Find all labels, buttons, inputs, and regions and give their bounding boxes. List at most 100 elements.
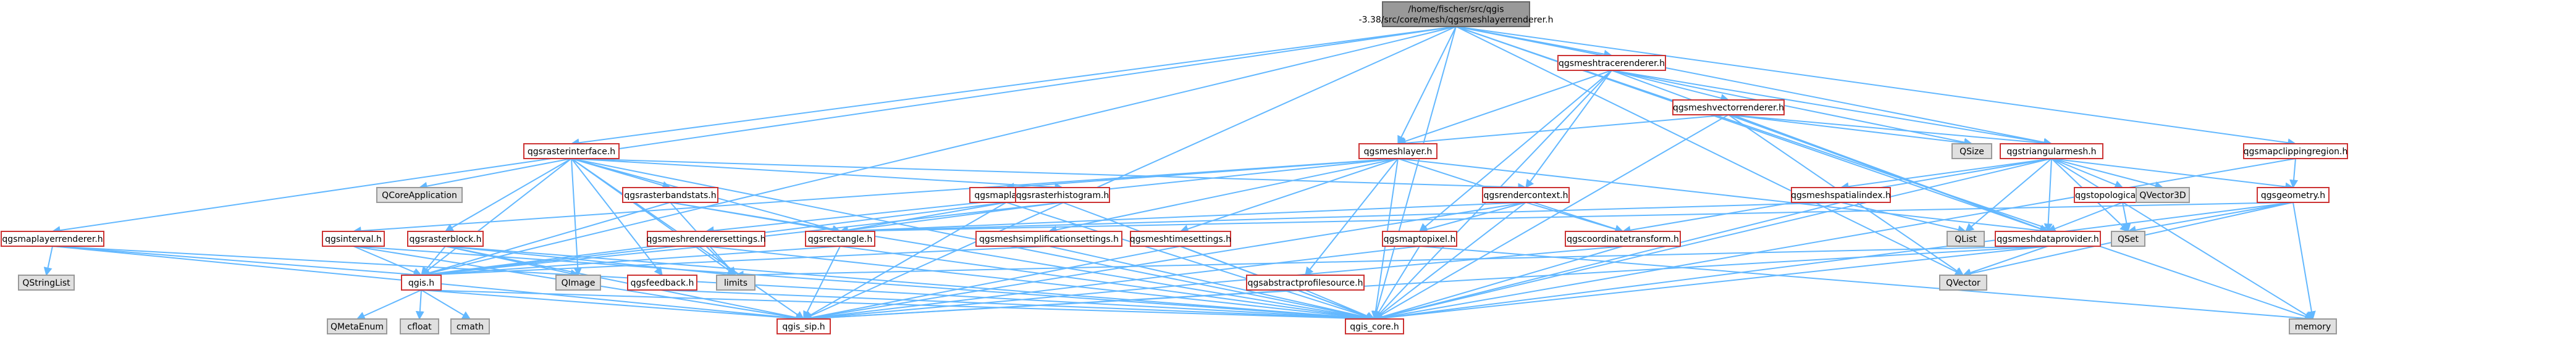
- node-qgscoordinatetransform[interactable]: qgscoordinatetransform.h: [1565, 231, 1681, 247]
- node-qstringlist[interactable]: QStringList: [18, 275, 75, 291]
- node-box: [1947, 231, 1985, 247]
- node-qgsmeshdataprovider[interactable]: qgsmeshdataprovider.h: [1995, 231, 2101, 247]
- node-qsize[interactable]: QSize: [1951, 143, 1992, 159]
- node-qgsmeshtimesettings[interactable]: qgsmeshtimesettings.h: [1130, 231, 1231, 247]
- node-qgsabstractprofilesource[interactable]: qgsabstractprofilesource.h: [1246, 275, 1365, 291]
- node-box: [2136, 187, 2190, 203]
- edge-qgis-to-cfloat: [415, 289, 424, 320]
- node-label: memory: [2295, 322, 2331, 332]
- edge-qgis-to-qgis_core: [421, 289, 1376, 323]
- node-box: [400, 318, 439, 334]
- node-label: qgsgeometry.h: [2261, 191, 2325, 201]
- node-qgsrasterinterface[interactable]: qgsrasterinterface.h: [523, 143, 620, 159]
- node-memory[interactable]: memory: [2289, 318, 2337, 334]
- node-qset[interactable]: QSet: [2111, 231, 2145, 247]
- node-qgsrasterbandstats[interactable]: qgsrasterbandstats.h: [622, 187, 718, 203]
- edge-qgsmaptopixel-to-memory: [1419, 246, 2314, 323]
- edge-qgsmeshdataprovider-to-qgis_core: [1373, 246, 2048, 323]
- edge-root-to-qgsmeshlayerrenderer_dep: [51, 26, 1457, 235]
- node-box: [18, 275, 75, 291]
- node-cfloat[interactable]: cfloat: [400, 318, 439, 334]
- node-qgsmeshlayer[interactable]: qgsmeshlayer.h: [1358, 143, 1437, 159]
- node-box: [401, 275, 442, 291]
- edge-qgsgeometry-to-qgsrectangle: [839, 202, 2294, 236]
- edge-qgsrasterhistogram-to-qgsrectangle: [839, 202, 1063, 235]
- node-label: QSize: [1959, 147, 1984, 157]
- node-qgis[interactable]: qgis.h: [401, 275, 442, 291]
- edge-qgsrendercontext-to-qgsrectangle: [839, 202, 1526, 236]
- edge-qgsmeshlayerrenderer_dep-to-qgis: [52, 246, 423, 279]
- node-qgsrasterhistogram[interactable]: qgsrasterhistogram.h: [1015, 187, 1110, 203]
- node-label: qgsmeshsimplificationsettings.h: [979, 234, 1119, 244]
- node-label: QList: [1955, 234, 1977, 244]
- node-label: qgsabstractprofilesource.h: [1248, 278, 1363, 288]
- node-qgsmeshsimplificationsettings[interactable]: qgsmeshsimplificationsettings.h: [975, 231, 1122, 247]
- node-box: [407, 231, 484, 247]
- edge-qgstriangularmesh-to-qgsgeometry: [2051, 158, 2294, 191]
- edge-qgsmaplayer-to-qgsrectangle: [839, 202, 1007, 234]
- node-limits[interactable]: limits: [716, 275, 756, 291]
- node-qgstriangularmesh[interactable]: qgstriangularmesh.h: [2000, 143, 2103, 159]
- node-qvector[interactable]: QVector: [1939, 275, 1987, 291]
- node-qgsmeshspatialindex[interactable]: qgsmeshspatialindex.h: [1791, 187, 1891, 203]
- node-cmath[interactable]: cmath: [450, 318, 490, 334]
- edge-qgsmeshtracerenderer-to-qgstriangularmesh: [1611, 70, 2053, 147]
- node-qgsinterval[interactable]: qgsinterval.h: [322, 231, 385, 247]
- edge-qgsrendercontext-to-qgis_sip: [802, 202, 1526, 322]
- node-label: qgsrasterinterface.h: [528, 147, 615, 157]
- node-box: [327, 318, 387, 334]
- edge-qgstriangularmesh-to-qvector3d: [2051, 158, 2164, 190]
- edge-qgstriangularmesh-to-qgis_core: [1373, 158, 2052, 321]
- node-box: [1672, 99, 1785, 115]
- edge-root-to-qgsrasterinterface: [570, 26, 1457, 147]
- edge-qgstriangularmesh-to-qgsmeshdataprovider: [2044, 158, 2053, 233]
- node-qimage[interactable]: QImage: [555, 275, 601, 291]
- node-label: qgsmeshtracerenderer.h: [1559, 59, 1665, 68]
- node-qlist[interactable]: QList: [1947, 231, 1985, 247]
- edge-qgsgeometry-to-qset: [2127, 202, 2294, 234]
- node-qgsrectangle[interactable]: qgsrectangle.h: [805, 231, 875, 247]
- node-box: [322, 231, 385, 247]
- node-label: qgsmeshvectorrenderer.h: [1673, 103, 1784, 113]
- node-box: [622, 187, 718, 203]
- edge-qgsfeedback-to-qgis_core: [662, 289, 1376, 323]
- edge-qgsrasterinterface-to-qgsrasterblock: [444, 158, 572, 232]
- edge-qgsmeshlayer-to-qgsmeshtimesettings: [1179, 158, 1399, 233]
- node-qvector3d[interactable]: QVector3D: [2136, 187, 2190, 203]
- node-qgsrendercontext[interactable]: qgsrendercontext.h: [1482, 187, 1570, 203]
- edge-qgstriangularmesh-to-qgstopologicalmesh: [2051, 158, 2124, 189]
- node-qgis_core[interactable]: qgis_core.h: [1345, 318, 1404, 334]
- node-qgsmeshvectorrenderer[interactable]: qgsmeshvectorrenderer.h: [1672, 99, 1785, 115]
- node-box: [2000, 143, 2103, 159]
- node-qmetaenum[interactable]: QMetaEnum: [327, 318, 387, 334]
- node-qgsmapclippingregion[interactable]: qgsmapclippingregion.h: [2243, 143, 2348, 159]
- edge-qgsmaplayer-to-qgis_sip: [802, 202, 1007, 320]
- node-qgis_sip[interactable]: qgis_sip.h: [777, 318, 831, 334]
- node-qgsmeshtracerenderer[interactable]: qgsmeshtracerenderer.h: [1557, 55, 1666, 71]
- node-qgsfeedback[interactable]: qgsfeedback.h: [627, 275, 697, 291]
- edge-qgsmeshspatialindex-to-qgsrectangle: [839, 202, 1842, 236]
- edge-qgstriangularmesh-to-memory: [2051, 158, 2314, 320]
- node-label: QVector3D: [2139, 191, 2186, 201]
- edge-qgsrasterblock-to-qgis_core: [445, 246, 1376, 323]
- node-label: qgsmeshspatialindex.h: [1791, 191, 1891, 201]
- node-box: [1345, 318, 1404, 334]
- node-qcoreapplication[interactable]: QCoreApplication: [376, 187, 463, 203]
- edge-qgsabstractprofilesource-to-qgis_core: [1305, 289, 1376, 320]
- node-label: qgis.h: [408, 278, 434, 288]
- node-label: qgsmeshrenderersettings.h: [647, 234, 766, 244]
- node-qgsmeshlayerrenderer_dep[interactable]: qgsmaplayerrenderer.h: [1, 231, 104, 247]
- node-qgsmeshrenderersettings[interactable]: qgsmeshrenderersettings.h: [647, 231, 766, 247]
- node-box: [1557, 55, 1666, 71]
- node-root[interactable]: /home/fischer/src/qgis-3.38/src/core/mes…: [1359, 1, 1554, 27]
- node-label: QStringList: [22, 278, 70, 288]
- edge-qgsmeshlayerrenderer_dep-to-qgis_core: [52, 246, 1376, 323]
- node-label: qgscoordinatetransform.h: [1567, 234, 1679, 244]
- node-qgsgeometry[interactable]: qgsgeometry.h: [2257, 187, 2330, 203]
- node-box: [1939, 275, 1987, 291]
- edge-qgsmeshlayer-to-qgsinterval: [352, 158, 1399, 236]
- edge-root-to-qgsmeshlayer: [1397, 26, 1457, 145]
- node-qgsrasterblock[interactable]: qgsrasterblock.h: [407, 231, 484, 247]
- edge-qgsmeshtracerenderer-to-qgsmaptopixel: [1418, 70, 1612, 232]
- node-qgsmaptopixel[interactable]: qgsmaptopixel.h: [1382, 231, 1457, 247]
